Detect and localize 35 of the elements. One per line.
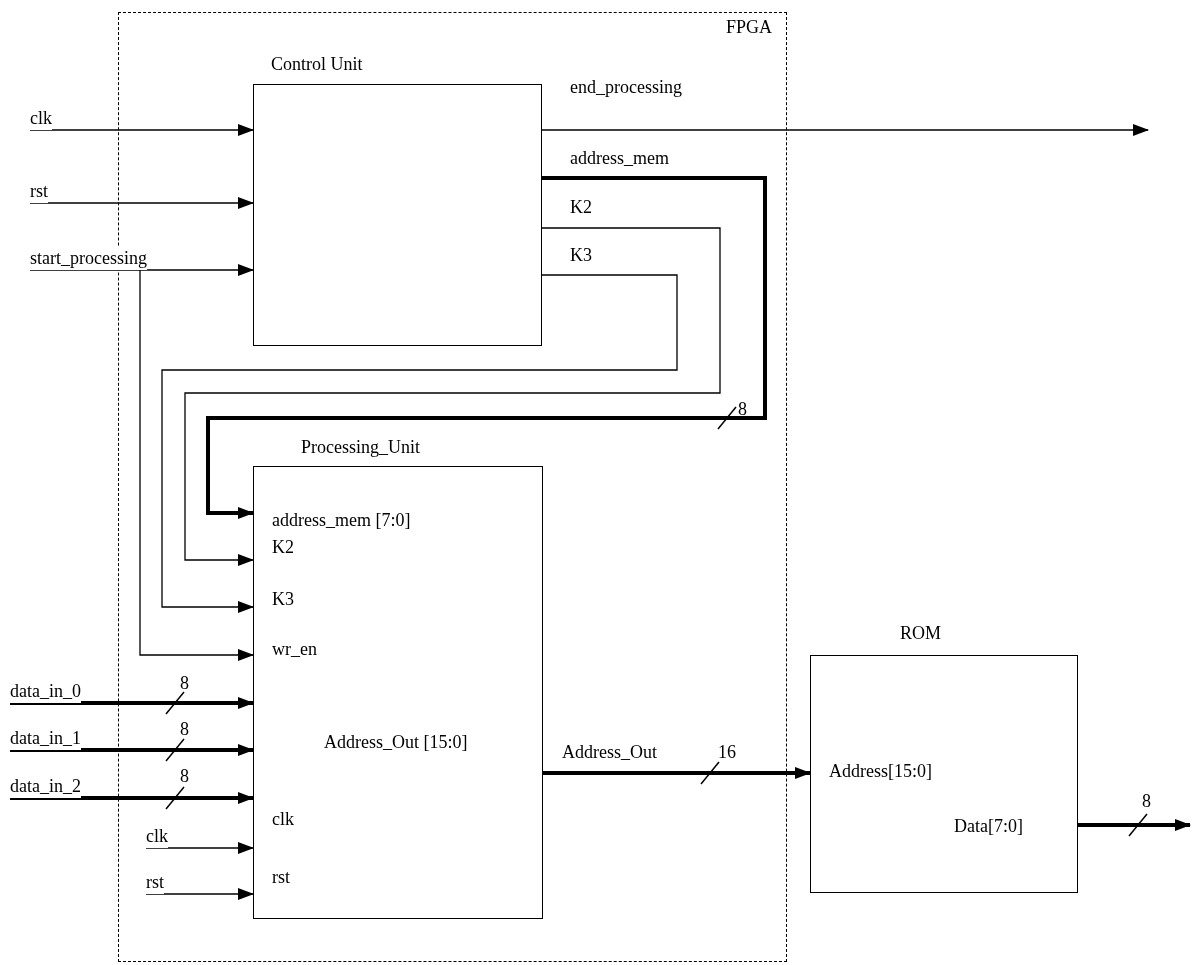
arrow bbox=[10, 744, 254, 756]
bus-width-label: 16 bbox=[718, 741, 736, 763]
port-label: rst bbox=[272, 866, 290, 888]
block-title: Processing_Unit bbox=[301, 436, 420, 458]
arrow bbox=[184, 227, 721, 566]
bus-width-label: 8 bbox=[180, 672, 189, 694]
edge-label: K3 bbox=[570, 244, 592, 266]
port-label: Address[15:0] bbox=[829, 760, 932, 782]
block-title: FPGA bbox=[725, 16, 772, 38]
arrow bbox=[10, 792, 254, 804]
port-label: address_mem [7:0] bbox=[272, 509, 411, 531]
bus-width-label: 8 bbox=[1142, 790, 1151, 812]
bus-width-label: 8 bbox=[180, 718, 189, 740]
edge-label: end_processing bbox=[570, 76, 682, 98]
bus-width-label: 8 bbox=[180, 765, 189, 787]
port-label: K2 bbox=[272, 536, 294, 558]
port-label: Data[7:0] bbox=[954, 815, 1023, 837]
port-label: Address_Out [15:0] bbox=[324, 731, 468, 753]
port-label: clk bbox=[272, 808, 294, 830]
arrow bbox=[161, 274, 678, 613]
arrow bbox=[10, 697, 254, 709]
arrow bbox=[206, 176, 767, 519]
arrow bbox=[1078, 819, 1191, 831]
arrow bbox=[541, 124, 1149, 136]
edge-label: K2 bbox=[570, 196, 592, 218]
arrow bbox=[139, 269, 254, 661]
block-title: Control Unit bbox=[271, 53, 363, 75]
arrow bbox=[543, 767, 811, 779]
block-title: ROM bbox=[900, 622, 941, 644]
port-label: K3 bbox=[272, 588, 294, 610]
signal-label: start_processing bbox=[30, 246, 147, 270]
edge-label: address_mem bbox=[570, 147, 669, 169]
bus-width-label: 8 bbox=[738, 398, 747, 420]
port-label: wr_en bbox=[272, 638, 317, 660]
edge-label: Address_Out bbox=[562, 741, 657, 763]
